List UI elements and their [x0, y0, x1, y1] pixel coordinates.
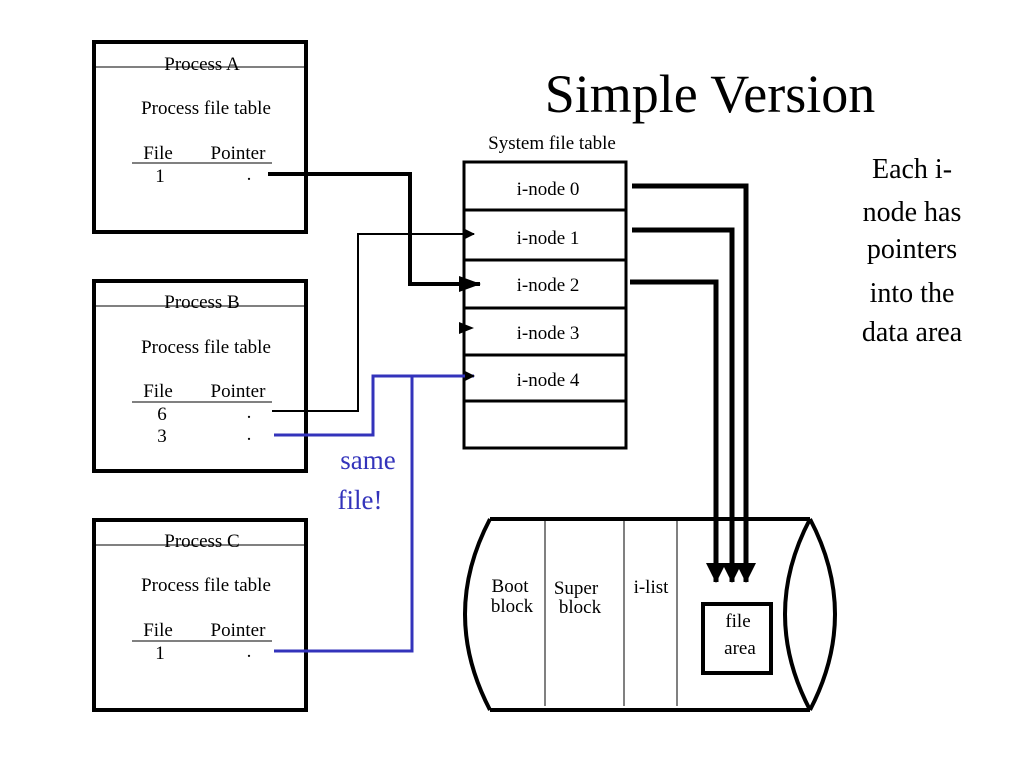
- row-file: 1: [155, 643, 165, 664]
- inode-1: i-node 1: [517, 228, 580, 249]
- row-pointer: .: [247, 424, 252, 445]
- super-block-label: block: [559, 597, 602, 618]
- page-title: Simple Version: [545, 64, 876, 124]
- column-file: File: [143, 381, 173, 402]
- arrow-b6-to-inode-1: [272, 229, 475, 412]
- same-file-note: same: [340, 445, 395, 475]
- inode-3: i-node 3: [517, 323, 580, 344]
- side-note-line: into the: [870, 278, 955, 309]
- arrow-inode-1-to-file-area: [632, 227, 742, 583]
- process-b-box: Process B Process file table File Pointe…: [92, 279, 308, 473]
- process-name: Process A: [164, 54, 240, 75]
- process-file-table-label: Process file table: [141, 98, 271, 119]
- row-pointer: .: [247, 402, 252, 423]
- file-area-box: [701, 602, 773, 675]
- column-pointer: Pointer: [211, 620, 267, 641]
- boot-block-label: Boot: [492, 576, 530, 597]
- super-block-label: Super: [554, 578, 599, 599]
- arrow-a-to-inode-2: [268, 172, 481, 292]
- process-a-box: Process A Process file table File Pointe…: [92, 40, 308, 234]
- column-pointer: Pointer: [211, 143, 267, 164]
- i-list-label: i-list: [634, 577, 670, 598]
- inode-3-arrowhead: [459, 322, 474, 334]
- process-name: Process B: [164, 292, 239, 313]
- side-note: Each i- node has pointers into the data …: [862, 154, 963, 348]
- process-name: Process C: [164, 531, 239, 552]
- side-note-line: pointers: [867, 234, 957, 265]
- process-file-table-label: Process file table: [141, 575, 271, 596]
- column-file: File: [143, 620, 173, 641]
- side-note-line: Each i-: [872, 154, 952, 185]
- process-file-table-label: Process file table: [141, 337, 271, 358]
- same-file-note: file!: [338, 485, 383, 515]
- column-file: File: [143, 143, 173, 164]
- arrow-b3-to-inode-4: [274, 371, 475, 437]
- disk-cylinder: Boot block Super block i-list file area: [463, 517, 837, 712]
- row-file: 6: [157, 404, 167, 425]
- side-note-line: data area: [862, 317, 963, 348]
- arrow-c-to-inode-4: [274, 376, 414, 653]
- row-file: 3: [157, 426, 167, 447]
- boot-block-label: block: [491, 596, 534, 617]
- side-note-line: node has: [863, 197, 962, 228]
- arrow-inode-2-to-file-area: [630, 279, 726, 583]
- file-area-label: area: [724, 638, 756, 659]
- system-file-table: System file table i-node 0 i-node 1 i-no…: [462, 133, 628, 450]
- inode-2: i-node 2: [517, 275, 580, 296]
- file-area-label: file: [725, 611, 750, 632]
- arrow-inode-0-to-file-area: [632, 183, 756, 583]
- system-file-table-label: System file table: [488, 133, 616, 154]
- row-pointer: .: [247, 641, 252, 662]
- process-c-box: Process C Process file table File Pointe…: [92, 518, 308, 712]
- row-file: 1: [155, 166, 165, 187]
- inode-0: i-node 0: [517, 179, 580, 200]
- row-pointer: .: [247, 164, 252, 185]
- column-pointer: Pointer: [211, 381, 267, 402]
- inode-4: i-node 4: [517, 370, 580, 391]
